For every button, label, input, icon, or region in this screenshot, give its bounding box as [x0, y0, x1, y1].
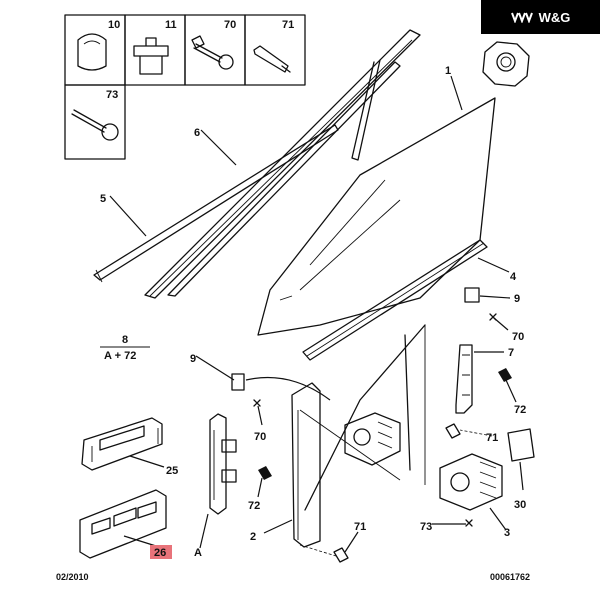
callout-pad-lower: 71: [354, 521, 366, 533]
switch-single: [81, 417, 163, 471]
plug-icon: [77, 33, 107, 71]
inset-box-11: 11: [124, 14, 186, 86]
inset-box-73-number: 73: [106, 89, 118, 101]
nut-part: [482, 41, 530, 87]
callout-switch-single: 25: [166, 465, 178, 477]
callout-regulator: 2: [250, 531, 256, 543]
inset-box-10: 10: [64, 14, 126, 86]
inset-box-71-number: 71: [282, 19, 294, 31]
footer-reference: 00061762: [490, 572, 531, 582]
inset-box-70-number: 70: [224, 19, 236, 31]
clip-left-part: [231, 373, 331, 407]
window-glass: [257, 97, 496, 336]
screw-icon: [191, 35, 223, 63]
upper-bracket: [455, 344, 473, 414]
screw-cross-icon: [253, 399, 261, 407]
callout-screw-left: 70: [254, 431, 266, 443]
inset-box-71: 71: [244, 14, 306, 86]
callout-outer-strip: 5: [100, 193, 106, 205]
block-right: [498, 368, 512, 382]
inset-box-70: 70: [184, 14, 246, 86]
callout-ref-8: 8: [122, 334, 128, 346]
callout-clip-left: 9: [190, 353, 196, 365]
callout-screw-motor: 73: [420, 521, 432, 533]
brand-logo: W&G: [481, 0, 600, 34]
regulator-cable: [291, 324, 426, 548]
pad-71-lower: [333, 547, 349, 563]
inset-box-11-number: 11: [165, 19, 177, 31]
screw-motor-cross: [465, 519, 473, 527]
brand-logo-text: W&G: [538, 9, 571, 25]
switch-multi: [79, 489, 167, 559]
pad-71-upper: [445, 423, 461, 439]
callout-motor: 3: [504, 527, 510, 539]
outer-strip: [93, 124, 339, 283]
self-tap-screw-icon: [71, 109, 107, 133]
footer-date: 02/2010: [56, 572, 89, 582]
callout-switch-multi-highlight: [150, 545, 172, 559]
clip-right-part: [464, 287, 497, 321]
nut-icon: [482, 41, 530, 87]
callout-upper-bracket: 7: [508, 347, 514, 359]
callout-block-left: 72: [248, 500, 260, 512]
callout-regulator-a: A: [194, 547, 202, 559]
frame-seal: [144, 29, 421, 299]
screw-cross-icon: [465, 519, 473, 527]
callout-pad-30: 30: [514, 499, 526, 511]
regulator-rail-a: [209, 413, 237, 515]
inset-box-10-number: 10: [108, 19, 120, 31]
callout-switch-multi: 26: [154, 547, 166, 559]
inset-box-73: 73: [64, 84, 126, 160]
callout-sill-strip: 4: [510, 271, 517, 283]
callout-screw-right: 70: [512, 331, 524, 343]
callout-motor-pad: 71: [486, 432, 498, 444]
rivet-icon: [253, 45, 291, 73]
clip-icon: [133, 37, 169, 75]
pad-30: [507, 428, 535, 462]
sill-strip: [302, 239, 488, 361]
regulator-motor: [344, 412, 401, 466]
callout-block-right: 72: [514, 404, 526, 416]
callout-ref-8-sub: A + 72: [104, 350, 136, 362]
block-left: [258, 466, 272, 480]
callout-clip-right: 9: [514, 293, 520, 305]
motor-right: [439, 453, 503, 511]
leader-lines: [109, 75, 524, 557]
callout-frame-seal: 6: [194, 127, 200, 139]
callout-glass: 1: [445, 65, 451, 77]
brand-logo-mark-icon: [510, 12, 533, 23]
